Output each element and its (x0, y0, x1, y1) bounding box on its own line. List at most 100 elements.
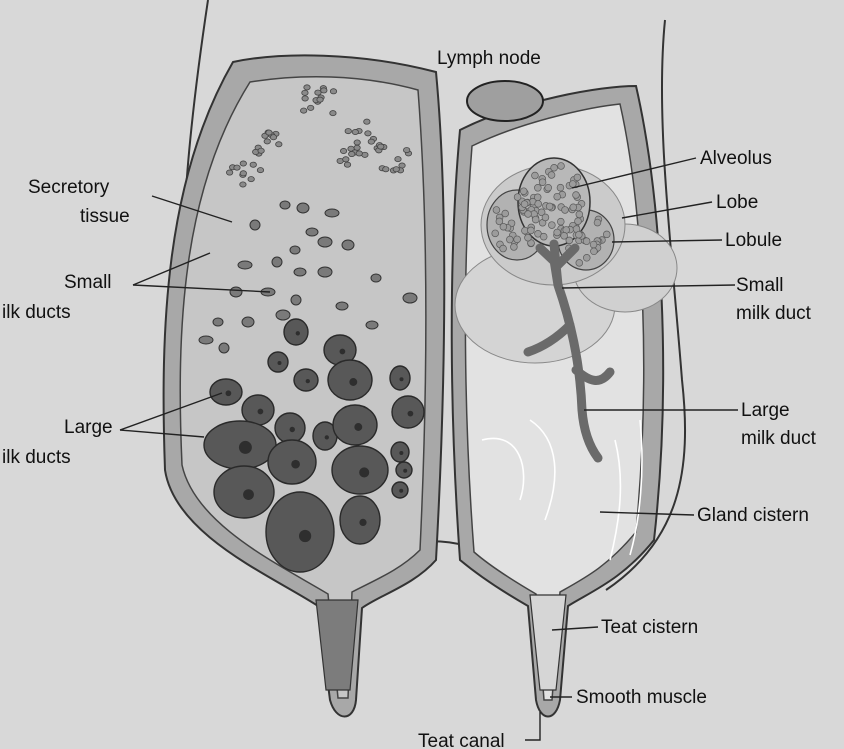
small-duct (366, 321, 378, 329)
alveolus-dot (545, 184, 552, 191)
alveolus-dot (594, 219, 601, 226)
duct-lumen (349, 378, 357, 386)
duct-lumen (306, 379, 310, 383)
alveolus-dot (378, 144, 384, 149)
small-duct (325, 209, 339, 217)
alveolus-dot (591, 248, 598, 255)
label-secretory-tissue-line1: Secretory (28, 177, 110, 198)
alveolus-dot (573, 192, 580, 199)
alveolus-dot (234, 165, 240, 170)
duct-lumen (325, 435, 329, 439)
duct-lumen (278, 361, 282, 365)
alveolus-dot (276, 142, 282, 147)
alveolus-dot (240, 161, 246, 166)
alveolus-dot (240, 182, 246, 187)
small-duct (213, 318, 223, 326)
alveolus-dot (345, 128, 351, 133)
alveolus-dot (321, 88, 327, 93)
alveolus-dot (520, 188, 527, 195)
alveolus-dot (248, 177, 254, 182)
alveolus-dot (561, 232, 568, 239)
label-lobule: Lobule (725, 230, 782, 251)
label-large-milk-duct-line1: Large (741, 400, 790, 421)
duct-lumen (243, 489, 254, 500)
small-duct (371, 274, 381, 282)
alveolus-dot (532, 172, 539, 179)
label-large-milk-duct-line2: milk duct (741, 428, 817, 449)
small-duct (242, 317, 254, 327)
alveolus-dot (502, 210, 509, 217)
alveolus-dot (343, 157, 349, 162)
small-duct (238, 261, 252, 269)
small-duct (336, 302, 348, 310)
alveolus-dot (510, 244, 517, 251)
duct-lumen (354, 423, 362, 431)
alveolus-dot (548, 172, 555, 179)
duct-lumen (258, 409, 264, 415)
alveolus-dot (270, 135, 276, 140)
duct-lumen (226, 390, 232, 396)
alveolus-dot (354, 140, 360, 145)
duct-lumen (299, 530, 311, 542)
alveolus-dot (575, 218, 582, 225)
alveolus-dot (356, 151, 362, 156)
alveolus-dot (540, 233, 547, 240)
alveolus-dot (240, 171, 246, 176)
small-duct (230, 287, 242, 297)
alveolus-dot (576, 211, 583, 218)
alveolus-dot (300, 108, 306, 113)
small-duct (250, 220, 260, 230)
alveolus-dot (570, 204, 577, 211)
alveolus-dot (506, 236, 513, 243)
small-duct (276, 310, 290, 320)
alveolus-dot (551, 164, 558, 171)
alveolus-dot (554, 229, 561, 236)
alveolus-dot (258, 148, 264, 153)
alveolus-dot (302, 90, 308, 95)
duct-lumen (408, 411, 414, 417)
alveolus-dot (395, 157, 401, 162)
alveolus-dot (492, 230, 499, 237)
duct-lumen (296, 331, 300, 335)
label-teat-canal: Teat canal (418, 731, 505, 749)
alveolus-dot (315, 90, 321, 95)
duct-lumen (403, 469, 407, 473)
alveolus-dot (304, 85, 310, 90)
duct-lumen (400, 377, 404, 381)
alveolus-dot (521, 201, 528, 208)
small-duct (291, 295, 301, 305)
label-small-milk-duct-line2: milk duct (736, 303, 812, 324)
label-small-milk-ducts-line2: ilk ducts (2, 302, 71, 323)
alveolus-dot (562, 207, 569, 214)
alveolus-dot (393, 167, 399, 172)
alveolus-dot (266, 130, 272, 135)
small-duct (297, 203, 309, 213)
alveolus-dot (307, 105, 313, 110)
alveolus-dot (403, 147, 409, 152)
label-secretory-tissue-line2: tissue (80, 206, 130, 227)
small-duct (290, 246, 300, 254)
alveolus-dot (548, 222, 555, 229)
alveolus-dot (264, 139, 270, 144)
alveolus-dot (532, 216, 539, 223)
alveolus-dot (383, 167, 389, 172)
alveolus-dot (583, 254, 590, 261)
alveolus-dot (340, 148, 346, 153)
large-duct (340, 496, 380, 544)
duct-lumen (290, 427, 295, 432)
alveolus-dot (525, 211, 532, 218)
label-gland-cistern: Gland cistern (697, 505, 809, 526)
alveolus-dot (534, 194, 541, 201)
small-duct (318, 267, 332, 277)
alveolus-dot (534, 184, 541, 191)
alveolus-dot (352, 129, 358, 134)
alveolus-dot (583, 238, 590, 245)
alveolus-dot (330, 111, 336, 116)
duct-lumen (239, 441, 252, 454)
duct-lumen (359, 467, 369, 477)
label-large-milk-ducts-line1: Large (64, 417, 113, 438)
alveolus-dot (574, 174, 581, 181)
alveolus-dot (257, 167, 263, 172)
